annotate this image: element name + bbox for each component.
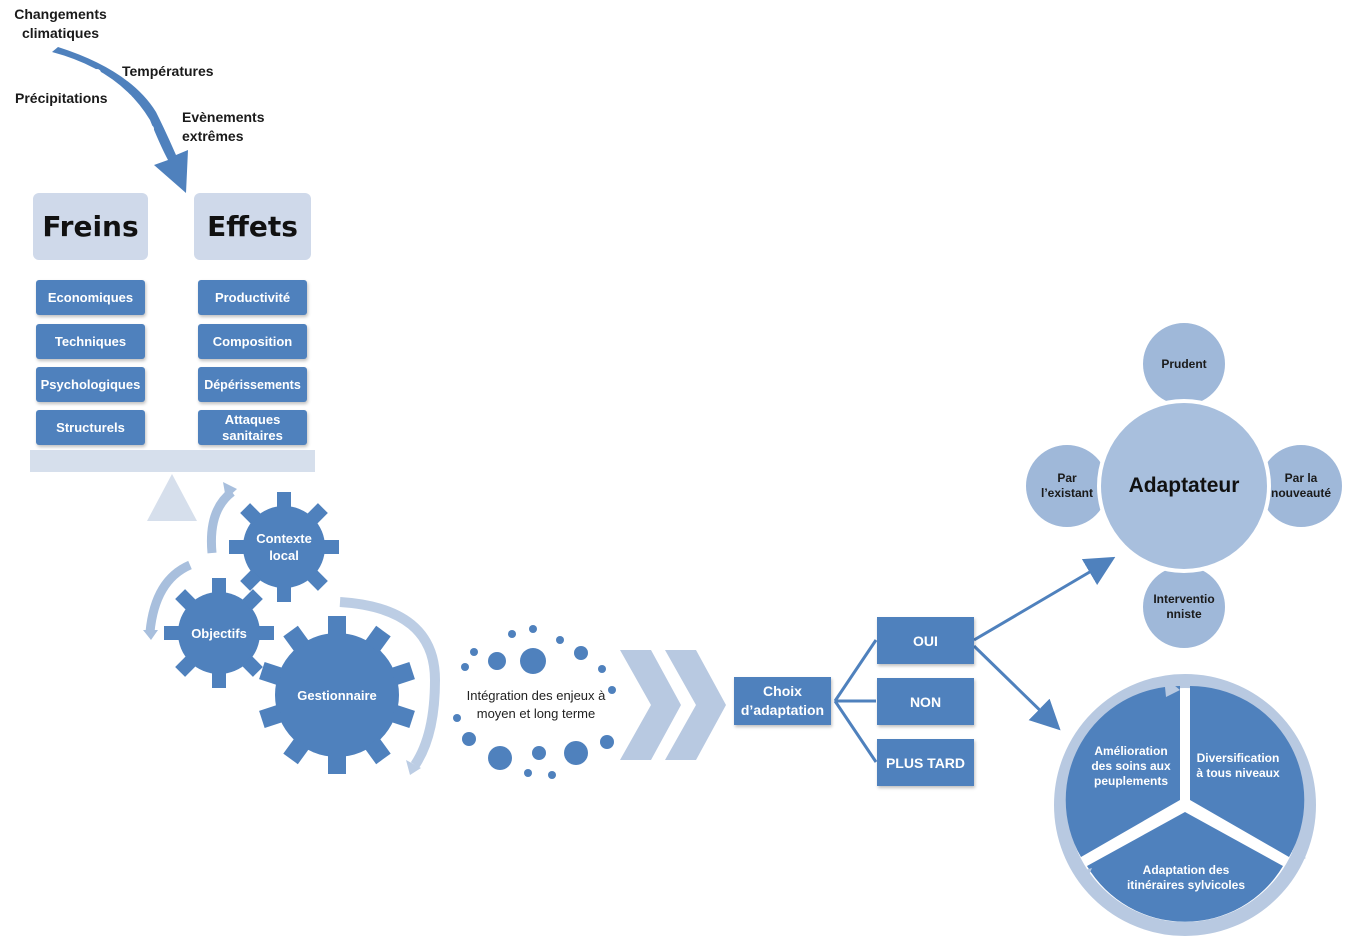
climate-dot-1 (93, 69, 101, 77)
gear-cycle-arrow-left (145, 560, 192, 633)
option-oui: OUI (877, 617, 974, 664)
cycle-bottom-label: Adaptation des itinéraires sylvicoles (1116, 862, 1256, 894)
arrow-to-cycle (972, 644, 1061, 731)
gear-contexte (229, 492, 339, 602)
adaptateur-top-label: Prudent (1161, 357, 1207, 371)
adaptateur-bottom-line1: Interventio (1153, 592, 1215, 606)
choix-adaptation-line1: Choix (763, 683, 802, 699)
cycle-left-line1: Amélioration (1094, 743, 1168, 758)
integration-dot-ring (453, 625, 616, 779)
cycle-left-line2: des soins aux (1091, 758, 1171, 773)
balance-beam (30, 450, 315, 472)
cycle-bottom-line2: itinéraires sylvicoles (1126, 878, 1246, 892)
cycle-left-label: Amélioration des soins aux peuplements (1088, 743, 1174, 789)
events-label-line1: Evènements (182, 109, 265, 125)
adaptateur-circle-center (1097, 399, 1271, 573)
gear-cycle-arrow-top (206, 488, 235, 554)
integration-label: Intégration des enjeux à moyen et long t… (455, 686, 617, 724)
effet-item: Dépérissements (198, 367, 307, 402)
integration-label-line1: Intégration des enjeux à (466, 688, 606, 703)
adaptateur-right-label: Par la nouveauté (1263, 471, 1339, 501)
gear-gestionnaire-label: Gestionnaire (297, 687, 377, 703)
gear-contexte-label-line1: Contexte (256, 531, 312, 546)
cycle-right-line1: Diversification (1196, 751, 1280, 765)
climate-title: Changements climatiques (8, 5, 113, 43)
cycle-arrowhead-left (1078, 868, 1092, 882)
cycle-segment-right (1190, 685, 1305, 857)
effets-header: Effets (194, 193, 311, 260)
adaptateur-left-label: Par l’existant (1029, 471, 1105, 501)
adaptateur-bottom-label: Interventio nniste (1144, 592, 1224, 622)
precipitations-label: Précipitations (15, 90, 108, 106)
cycle-arrowhead-top (1164, 677, 1180, 697)
climate-dot-2 (124, 94, 132, 102)
events-label: Evènements extrêmes (182, 108, 264, 146)
gear-cycle-arrowhead-right (406, 760, 421, 775)
gear-contexte-label-line2: local (269, 548, 299, 563)
option-non: NON (877, 678, 974, 725)
balance-fulcrum (147, 474, 197, 521)
frein-item: Economiques (36, 280, 145, 315)
effet-item: Productivité (198, 280, 307, 315)
frein-item: Techniques (36, 324, 145, 359)
cycle-right-label: Diversification à tous niveaux (1193, 750, 1283, 782)
adaptateur-center-label: Adaptateur (1128, 474, 1240, 497)
frein-item: Structurels (36, 410, 145, 445)
gear-cycle-arrowhead-top (223, 482, 237, 499)
gear-objectifs (164, 578, 274, 688)
gear-cycle-arrowhead-left (143, 630, 158, 640)
cycle-bottom-line1: Adaptation des (1142, 863, 1230, 877)
choix-adaptation-line2: d’adaptation (740, 702, 825, 718)
gear-objectifs-label: Objectifs (191, 625, 247, 641)
arrow-to-adaptateur (973, 556, 1116, 642)
adaptateur-left-line2: l’existant (1040, 486, 1094, 500)
gear-gestionnaire (259, 616, 415, 774)
cycle-segment-bottom (1087, 812, 1283, 922)
integration-label-line2: moyen et long terme (476, 706, 596, 721)
choix-adaptation-box: Choix d’adaptation (734, 677, 831, 725)
events-label-line2: extrêmes (182, 128, 244, 144)
gear-cycle-arrow-right (339, 597, 441, 768)
cycle-outer-ring (1054, 674, 1316, 936)
adaptateur-bottom-line2: nniste (1166, 607, 1202, 621)
effet-item: Attaques sanitaires (198, 410, 307, 445)
temperatures-label: Températures (122, 63, 214, 79)
option-plus-tard: PLUS TARD (877, 739, 974, 786)
climate-title-line2: climatiques (21, 25, 100, 41)
climate-arrow (52, 47, 188, 193)
cycle-segment-left (1065, 685, 1180, 857)
chevron-1 (620, 650, 681, 760)
frein-item: Psychologiques (36, 367, 145, 402)
climate-title-line1: Changements (14, 6, 107, 22)
cycle-left-line3: peuplements (1093, 773, 1168, 788)
climate-dot-3 (146, 125, 154, 133)
cycle-right-line2: à tous niveaux (1196, 766, 1280, 780)
cycle-arrowhead-right (1292, 850, 1306, 864)
adaptateur-left-line1: Par (1057, 471, 1077, 485)
freins-header: Freins (33, 193, 148, 260)
adaptateur-right-line1: Par la (1284, 471, 1318, 485)
adaptateur-right-line2: nouveauté (1270, 486, 1331, 500)
chevron-2 (665, 650, 726, 760)
choice-connectors (833, 639, 878, 763)
gear-contexte-label: Contexte local (244, 529, 324, 565)
effet-item: Composition (198, 324, 307, 359)
